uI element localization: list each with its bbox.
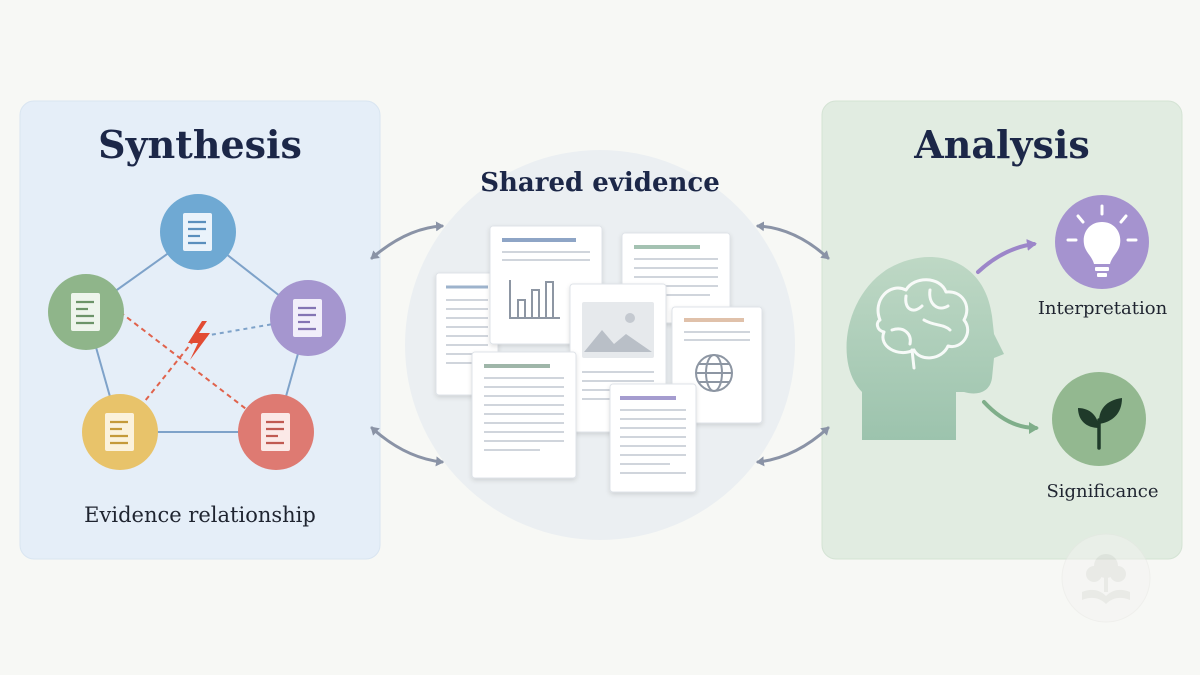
globe-icon bbox=[695, 354, 733, 392]
synthesis-title: Synthesis bbox=[98, 122, 302, 167]
node-document-blue bbox=[160, 194, 236, 270]
brain-head-icon bbox=[846, 257, 1004, 440]
bar-chart-icon bbox=[509, 280, 560, 319]
conflict-line-red-2 bbox=[119, 339, 195, 433]
shared-evidence-title: Shared evidence bbox=[480, 168, 720, 198]
arrow-synthesis-shared-top bbox=[370, 221, 444, 260]
significance-label: Significance bbox=[1046, 481, 1159, 502]
lightning-bolt-icon bbox=[188, 321, 210, 360]
arrow-synthesis-shared-bottom bbox=[370, 426, 444, 467]
arrow-to-significance bbox=[982, 400, 1039, 434]
node-document-red bbox=[238, 394, 314, 470]
arrow-shared-analysis-top bbox=[756, 221, 830, 260]
arrow-to-interpretation bbox=[976, 238, 1037, 274]
node-document-green bbox=[48, 274, 124, 350]
analysis-title: Analysis bbox=[914, 122, 1090, 167]
sprout-icon bbox=[1052, 372, 1146, 466]
relationship-line-blue bbox=[203, 317, 309, 337]
document-card-bottom bbox=[609, 383, 697, 493]
interpretation-label: Interpretation bbox=[1037, 298, 1168, 319]
image-icon bbox=[584, 330, 652, 352]
node-document-purple bbox=[270, 280, 346, 356]
document-card-bottom-left bbox=[471, 351, 577, 479]
lightbulb-icon bbox=[1055, 195, 1149, 289]
evidence-relationship-label: Evidence relationship bbox=[84, 503, 316, 527]
book-tree-logo bbox=[1061, 533, 1151, 623]
arrow-shared-analysis-bottom bbox=[756, 426, 830, 467]
node-document-yellow bbox=[82, 394, 158, 470]
